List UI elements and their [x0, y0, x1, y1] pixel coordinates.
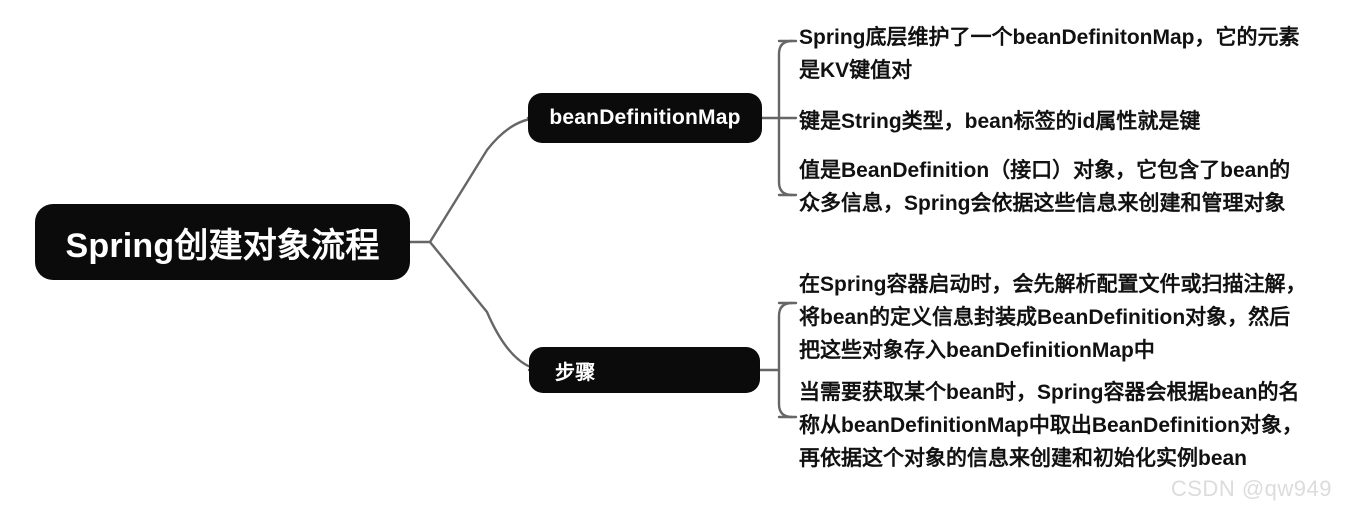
connector-bracket-top [777, 39, 794, 197]
leaf-text: 当需要获取某个bean时，Spring容器会根据bean的名称从beanDefi… [799, 381, 1303, 470]
connector-bracket-bottom [777, 301, 794, 419]
branch-node-steps[interactable]: 步骤 [529, 347, 760, 393]
branch-node-label: beanDefinitionMap [549, 106, 741, 129]
connector-root-to-branch-top [428, 116, 541, 244]
leaf-text: 键是String类型，bean标签的id属性就是键 [799, 110, 1201, 133]
leaf-text: 在Spring容器启动时，会先解析配置文件或扫描注解，将bean的定义信息封装成… [799, 273, 1307, 362]
root-node[interactable]: Spring创建对象流程 [35, 204, 410, 280]
connector-root-to-branch-bottom [428, 240, 546, 372]
branch-node-bean-definition-map[interactable]: beanDefinitionMap [528, 93, 762, 143]
branch-node-label: 步骤 [555, 361, 596, 384]
leaf-text: 值是BeanDefinition（接口）对象，它包含了bean的众多信息，Spr… [799, 159, 1291, 215]
root-node-label: Spring创建对象流程 [65, 226, 380, 265]
leaf-text: Spring底层维护了一个beanDefinitonMap，它的元素是KV键值对 [799, 26, 1300, 82]
watermark: CSDN @qw949 [1170, 476, 1332, 501]
